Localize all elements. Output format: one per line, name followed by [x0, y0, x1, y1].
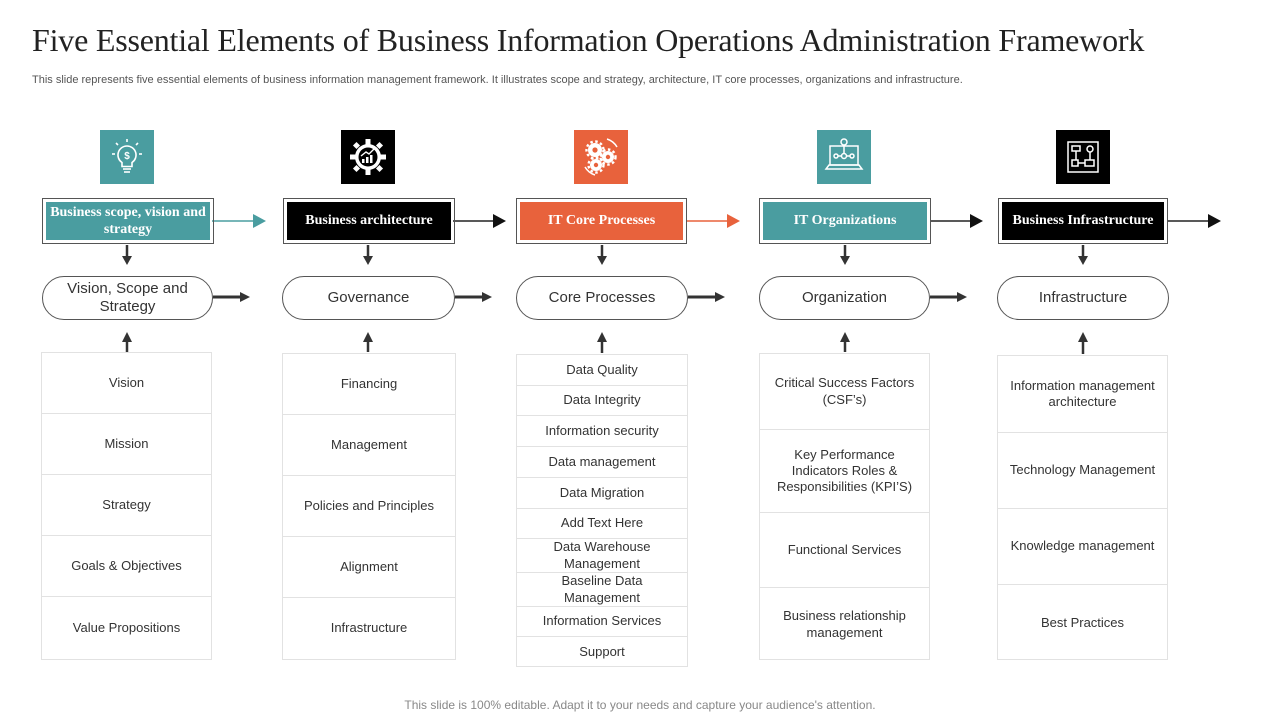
down-arrow-2 — [363, 245, 373, 265]
pill-label-1: Vision, Scope and Strategy — [42, 276, 213, 320]
heading-label-3: IT Core Processes — [520, 202, 683, 240]
up-arrow-1 — [122, 332, 132, 352]
list-item: Key Performance Indicators Roles & Respo… — [760, 430, 929, 513]
list-item: Goals & Objectives — [42, 536, 211, 597]
heading-box-3: IT Core Processes — [516, 198, 687, 244]
list-item: Information Services — [517, 607, 687, 637]
pill-arrow-2 — [455, 292, 492, 302]
heading-box-2: Business architecture — [283, 198, 455, 244]
list-item: Policies and Principles — [283, 476, 455, 537]
list-item: Data Migration — [517, 478, 687, 509]
header-arrow-1 — [212, 214, 266, 228]
list-item: Financing — [283, 354, 455, 415]
header-arrow-2 — [453, 214, 506, 228]
list-item: Functional Services — [760, 513, 929, 588]
down-arrow-1 — [122, 245, 132, 265]
list-item: Infrastructure — [330, 620, 408, 636]
footer-note: This slide is 100% editable. Adapt it to… — [404, 698, 876, 712]
list-item: Information management architecture — [998, 356, 1167, 433]
list-item: Alignment — [283, 537, 455, 598]
list-item: Data Quality — [517, 355, 687, 386]
gears-cycle-icon — [574, 130, 628, 184]
heading-label-1: Business scope, vision and strategy — [46, 202, 210, 240]
header-arrow-3 — [687, 214, 740, 228]
heading-label-4: IT Organizations — [763, 202, 927, 240]
heading-box-5: Business Infrastructure — [998, 198, 1168, 244]
list-item: Vision — [42, 353, 211, 414]
heading-box-1: Business scope, vision and strategy — [42, 198, 214, 244]
list-item: Information security — [517, 416, 687, 447]
up-arrow-2 — [363, 332, 373, 352]
pill-arrow-4 — [930, 292, 967, 302]
item-list-3: Data Quality Data Integrity Information … — [516, 354, 688, 667]
list-item: Strategy — [42, 475, 211, 536]
list-item: Critical Success Factors (CSF’s) — [760, 354, 929, 430]
list-item: Mission — [42, 414, 211, 475]
down-arrow-4 — [840, 245, 850, 265]
lightbulb-dollar-icon: $ — [100, 130, 154, 184]
list-item: Best Practices — [1040, 614, 1125, 630]
svg-text:$: $ — [124, 151, 130, 162]
item-list-5: Information management architecture Tech… — [997, 355, 1168, 660]
heading-label-2: Business architecture — [287, 202, 451, 240]
heading-box-4: IT Organizations — [759, 198, 931, 244]
item-list-4: Critical Success Factors (CSF’s) Key Per… — [759, 353, 930, 660]
pill-label-3: Core Processes — [516, 276, 688, 320]
gear-chart-icon — [341, 130, 395, 184]
laptop-network-icon — [817, 130, 871, 184]
header-arrow-5 — [1168, 214, 1221, 228]
list-item: Data Warehouse Management — [517, 539, 687, 573]
up-arrow-4 — [840, 332, 850, 352]
list-item: Data Integrity — [517, 386, 687, 416]
list-item: Baseline Data Management — [517, 573, 687, 607]
page-title: Five Essential Elements of Business Info… — [32, 22, 1145, 58]
infrastructure-board-icon — [1056, 130, 1110, 184]
list-item: Value Propositions — [72, 619, 181, 635]
heading-label-5: Business Infrastructure — [1002, 202, 1164, 240]
list-item: Data management — [517, 447, 687, 478]
item-list-1: Vision Mission Strategy Goals & Objectiv… — [41, 352, 212, 660]
up-arrow-5 — [1078, 332, 1088, 354]
pill-label-5: Infrastructure — [997, 276, 1169, 320]
list-item: Technology Management — [998, 433, 1167, 509]
up-arrow-3 — [597, 332, 607, 353]
down-arrow-5 — [1078, 245, 1088, 265]
list-item: Business relationship management — [783, 608, 906, 640]
list-item: Add Text Here — [517, 509, 687, 539]
list-item: Management — [283, 415, 455, 476]
down-arrow-3 — [597, 245, 607, 265]
list-item: Support — [579, 644, 625, 660]
pill-arrow-3 — [688, 292, 725, 302]
pill-arrow-1 — [213, 292, 250, 302]
header-arrow-4 — [930, 214, 983, 228]
item-list-2: Financing Management Policies and Princi… — [282, 353, 456, 660]
pill-label-4: Organization — [759, 276, 930, 320]
pill-label-2: Governance — [282, 276, 455, 320]
page-subtitle: This slide represents five essential ele… — [32, 74, 963, 86]
list-item: Knowledge management — [998, 509, 1167, 585]
